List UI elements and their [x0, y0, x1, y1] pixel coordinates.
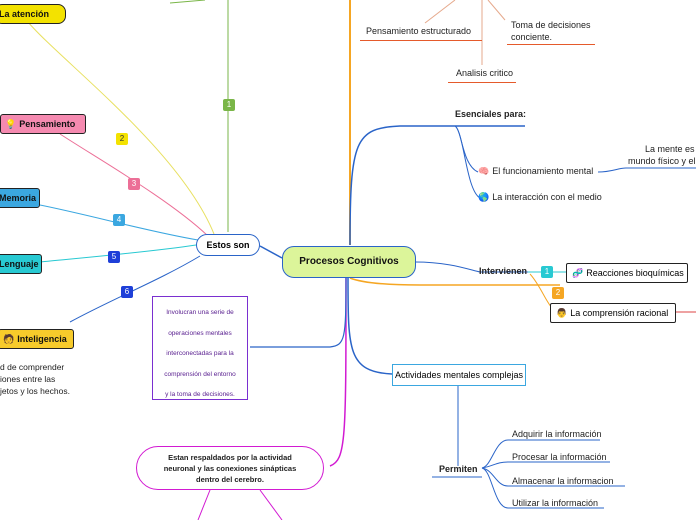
- involucran-line-5: y la toma de decisiones.: [165, 391, 235, 398]
- respaldados-line-3: dentro del cerebro.: [196, 475, 264, 484]
- utilizar-item[interactable]: Utilizar la información: [512, 498, 599, 508]
- estos-son-node[interactable]: Estos son: [196, 234, 260, 256]
- globe-icon: 🌎: [478, 192, 490, 202]
- procesar-item[interactable]: Procesar la información: [512, 452, 607, 462]
- permiten-label[interactable]: Permiten: [439, 464, 478, 474]
- lenguaje-node[interactable]: Lenguaje: [0, 254, 42, 274]
- respaldados-node[interactable]: Estan respaldados por la actividad neuro…: [136, 446, 324, 490]
- person-icon: 👨: [556, 308, 568, 318]
- interaccion-label: La interacción con el medio: [492, 192, 602, 202]
- pensamiento-estructurado[interactable]: Pensamiento estructurado: [366, 26, 472, 36]
- memoria-node[interactable]: Memoria: [0, 188, 40, 208]
- funcionamiento-label: El funcionamiento mental: [492, 166, 594, 176]
- involucran-line-3: interconectadas para la: [166, 350, 234, 357]
- inteligencia-text-2: iones entre las: [0, 374, 56, 384]
- lightbulb-icon: 💡: [5, 119, 17, 129]
- esenciales-label[interactable]: Esenciales para:: [455, 109, 527, 119]
- reacciones-label: Reacciones bioquímicas: [586, 268, 684, 278]
- respaldados-line-1: Estan respaldados por la actividad: [168, 453, 292, 462]
- almacenar-item[interactable]: Almacenar la informacion: [512, 476, 614, 486]
- analisis-underline: [448, 82, 516, 83]
- intervienen-label[interactable]: Intervienen: [479, 266, 528, 276]
- involucran-line-4: comprensión del entorno: [164, 370, 236, 378]
- badge-3: 3: [128, 178, 140, 190]
- person-icon: 🧑: [3, 334, 15, 344]
- mente-line-1[interactable]: La mente es: [645, 144, 695, 154]
- interaccion-item[interactable]: 🌎La interacción con el medio: [478, 192, 602, 203]
- comprension-label: La comprensión racional: [570, 308, 669, 318]
- analisis-critico[interactable]: Analisis critico: [456, 68, 514, 78]
- comprension-node[interactable]: 👨La comprensión racional: [550, 303, 676, 323]
- intervienen-badge-1: 1: [541, 266, 553, 278]
- pensamiento-label: Pensamiento: [19, 119, 76, 129]
- funcionamiento-item[interactable]: 🧠El funcionamiento mental: [478, 166, 593, 177]
- badge-1: 1: [223, 99, 235, 111]
- reacciones-node[interactable]: 🧬Reacciones bioquímicas: [566, 263, 688, 283]
- adquirir-item[interactable]: Adquirir la información: [512, 429, 602, 439]
- respaldados-line-2: neuronal y las conexiones sinápticas: [163, 464, 297, 473]
- inteligencia-text-3: jetos y los hechos.: [0, 386, 70, 396]
- brain-icon: 🧠: [478, 166, 490, 176]
- toma-line-1[interactable]: Toma de decisiones: [511, 20, 591, 30]
- dna-icon: 🧬: [572, 268, 584, 278]
- badge-2: 2: [116, 133, 128, 145]
- actividades-node[interactable]: Actividades mentales complejas: [392, 364, 526, 386]
- inteligencia-node[interactable]: 🧑Inteligencia: [0, 329, 74, 349]
- involucran-box[interactable]: Involucran una serie de operaciones ment…: [152, 296, 248, 400]
- badge-6: 6: [121, 286, 133, 298]
- badge-4: 4: [113, 214, 125, 226]
- pensamiento-estructurado-underline: [360, 40, 482, 41]
- involucran-line-2: operaciones mentales: [168, 329, 232, 337]
- toma-line-2[interactable]: conciente.: [511, 32, 553, 42]
- toma-underline: [507, 44, 595, 45]
- badge-5: 5: [108, 251, 120, 263]
- mente-line-2[interactable]: mundo físico y el: [628, 156, 696, 166]
- involucran-line-1: Involucran una serie de: [166, 309, 234, 316]
- la-atencion-node[interactable]: La atención: [0, 4, 66, 24]
- inteligencia-label: Inteligencia: [17, 334, 67, 344]
- intervienen-badge-2: 2: [552, 287, 564, 299]
- central-topic[interactable]: Procesos Cognitivos: [282, 246, 416, 278]
- pensamiento-node[interactable]: 💡Pensamiento: [0, 114, 86, 134]
- inteligencia-text-1: d de comprender: [0, 362, 65, 372]
